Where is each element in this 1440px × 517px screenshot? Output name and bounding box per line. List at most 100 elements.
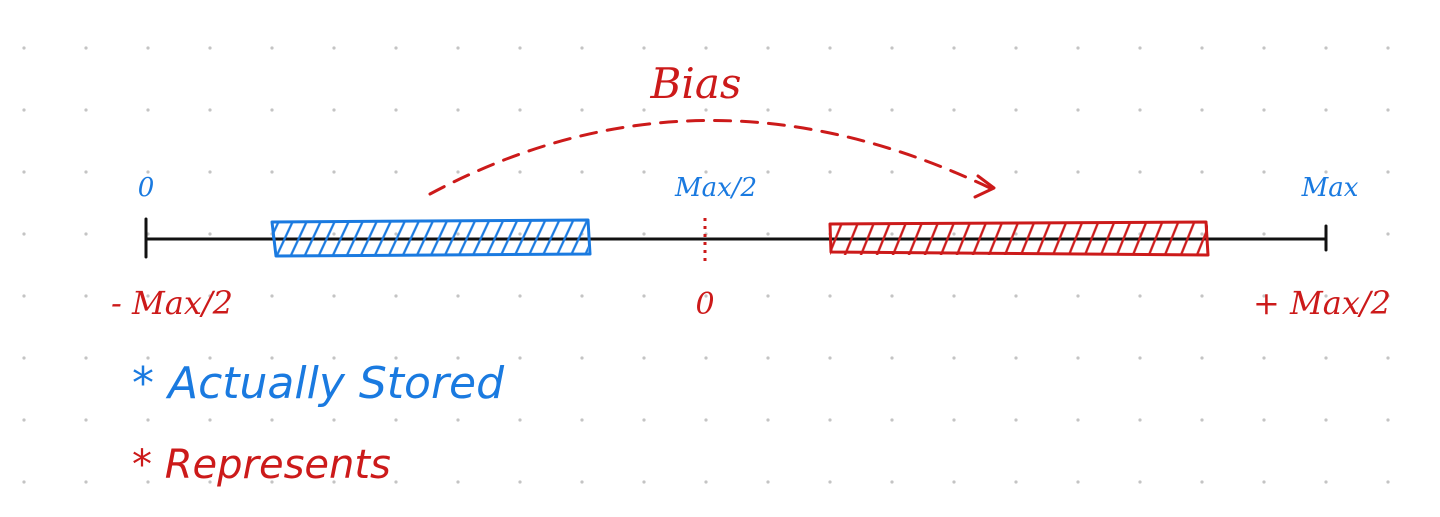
- grid-dot: [456, 294, 460, 298]
- grid-dot: [1324, 418, 1328, 422]
- grid-dot: [766, 232, 770, 236]
- grid-dot: [84, 480, 88, 484]
- grid-dot: [766, 418, 770, 422]
- grid-dot: [22, 294, 26, 298]
- grid-dot: [766, 108, 770, 112]
- grid-dot: [580, 170, 584, 174]
- grid-dot: [766, 46, 770, 50]
- grid-dot: [642, 418, 646, 422]
- grid-dot: [394, 170, 398, 174]
- grid-dot: [642, 356, 646, 360]
- grid-dot: [22, 418, 26, 422]
- grid-dot: [642, 294, 646, 298]
- grid-dot: [1386, 480, 1390, 484]
- grid-dot: [952, 294, 956, 298]
- grid-dot: [1076, 170, 1080, 174]
- grid-dot: [1324, 294, 1328, 298]
- grid-dot: [642, 46, 646, 50]
- grid-dot: [580, 108, 584, 112]
- grid-dot: [642, 108, 646, 112]
- grid-dot: [456, 480, 460, 484]
- grid-dot: [332, 418, 336, 422]
- top-zero-label: 0: [138, 173, 155, 203]
- grid-dot: [642, 170, 646, 174]
- grid-dot: [146, 108, 150, 112]
- grid-dot: [890, 108, 894, 112]
- grid-dot: [952, 108, 956, 112]
- grid-dot: [1138, 170, 1142, 174]
- grid-dot: [394, 356, 398, 360]
- grid-dot: [270, 418, 274, 422]
- grid-dot: [1138, 480, 1142, 484]
- grid-dot: [1262, 294, 1266, 298]
- grid-dot: [1138, 108, 1142, 112]
- grid-dot: [766, 356, 770, 360]
- grid-dot: [518, 480, 522, 484]
- grid-dot: [952, 418, 956, 422]
- grid-dot: [1138, 356, 1142, 360]
- grid-dot: [704, 418, 708, 422]
- grid-dot: [146, 418, 150, 422]
- grid-dot: [580, 356, 584, 360]
- grid-dot: [1324, 46, 1328, 50]
- grid-dot: [1200, 418, 1204, 422]
- grid-dot: [146, 356, 150, 360]
- grid-dot: [704, 108, 708, 112]
- grid-dot: [704, 480, 708, 484]
- grid-dot: [1386, 46, 1390, 50]
- grid-dot: [332, 108, 336, 112]
- grid-dot: [22, 46, 26, 50]
- grid-dot: [1262, 356, 1266, 360]
- grid-dot: [518, 108, 522, 112]
- grid-dot: [704, 356, 708, 360]
- grid-dot: [1262, 108, 1266, 112]
- grid-dot: [1014, 46, 1018, 50]
- grid-dot: [84, 170, 88, 174]
- represented-range-bar: [828, 220, 1210, 257]
- grid-dot: [270, 170, 274, 174]
- grid-dot: [1076, 418, 1080, 422]
- grid-dot: [1200, 46, 1204, 50]
- grid-dot: [890, 294, 894, 298]
- bottom-zero-label: 0: [695, 287, 714, 322]
- grid-dot: [1076, 356, 1080, 360]
- grid-dot: [518, 46, 522, 50]
- top-mid-label: Max/2: [674, 173, 757, 203]
- grid-dot: [22, 356, 26, 360]
- grid-dot: [208, 356, 212, 360]
- grid-dot: [580, 46, 584, 50]
- grid-dot: [580, 418, 584, 422]
- grid-dot: [518, 294, 522, 298]
- grid-dot: [518, 418, 522, 422]
- grid-dot: [208, 294, 212, 298]
- grid-dot: [1262, 46, 1266, 50]
- grid-dot: [1138, 294, 1142, 298]
- grid-dot: [84, 418, 88, 422]
- grid-dot: [456, 108, 460, 112]
- grid-dot: [1386, 294, 1390, 298]
- grid-dot: [394, 108, 398, 112]
- grid-dot: [394, 480, 398, 484]
- grid-dot: [890, 418, 894, 422]
- grid-dot: [766, 294, 770, 298]
- grid-dot: [642, 480, 646, 484]
- grid-dot: [84, 294, 88, 298]
- grid-dot: [704, 170, 708, 174]
- grid-dot: [890, 356, 894, 360]
- grid-dot: [270, 46, 274, 50]
- grid-dot: [22, 170, 26, 174]
- grid-dot: [22, 232, 26, 236]
- grid-dot: [1386, 356, 1390, 360]
- grid-dot: [828, 356, 832, 360]
- grid-dot: [1138, 46, 1142, 50]
- grid-dot: [952, 356, 956, 360]
- grid-dot: [828, 46, 832, 50]
- grid-dot: [828, 418, 832, 422]
- grid-dot: [22, 108, 26, 112]
- grid-dot: [1200, 356, 1204, 360]
- grid-dot: [1200, 480, 1204, 484]
- grid-dot: [1262, 480, 1266, 484]
- grid-dot: [1014, 170, 1018, 174]
- grid-dot: [1324, 480, 1328, 484]
